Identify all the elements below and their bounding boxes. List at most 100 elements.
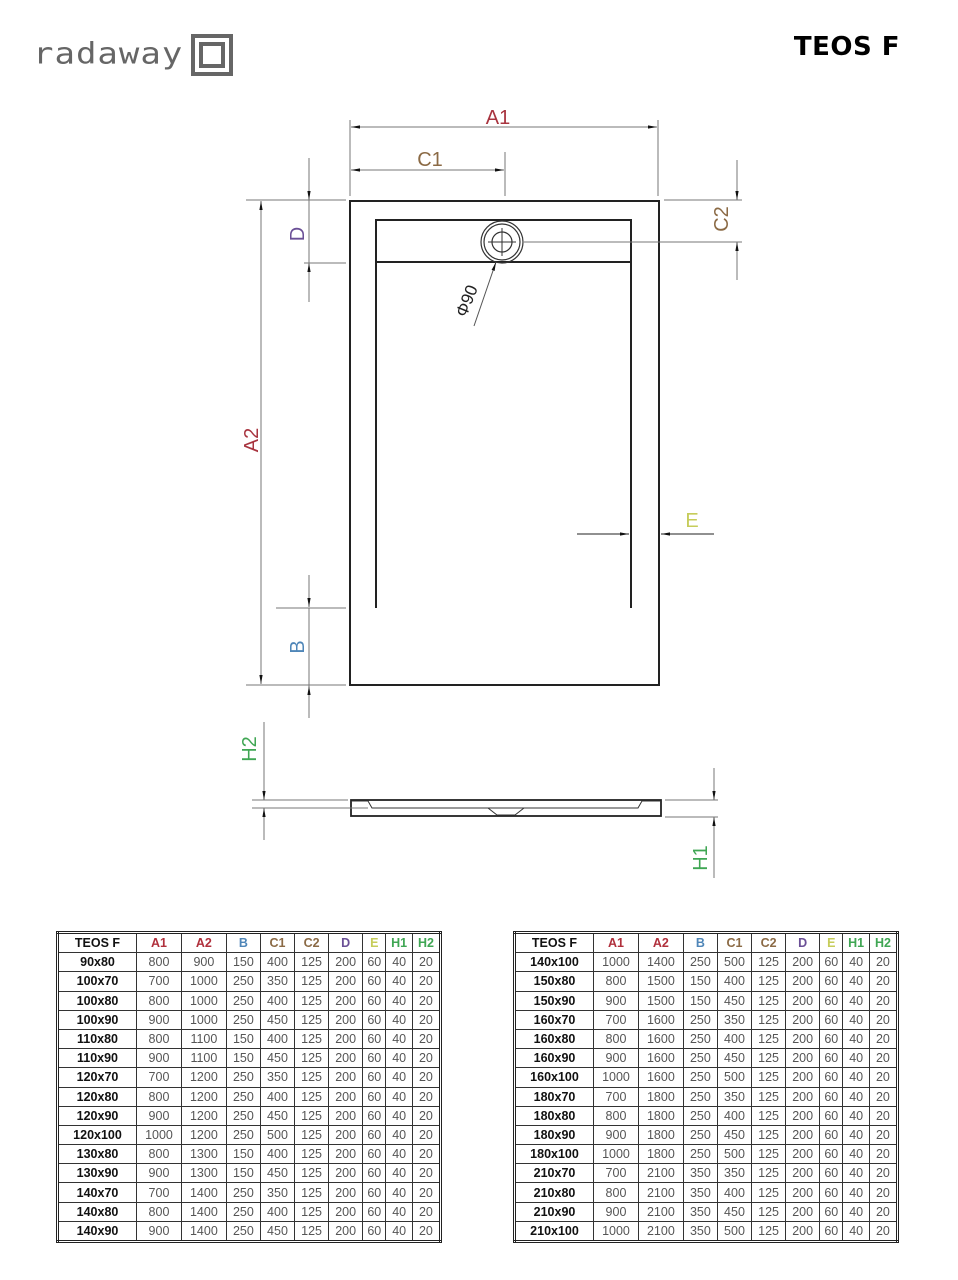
model-size-cell: 210x80 <box>513 1182 595 1203</box>
dimension-cell-h2: 20 <box>868 1124 899 1146</box>
svg-text:C2: C2 <box>711 206 733 232</box>
dimension-cell-c1: 500 <box>259 1124 296 1146</box>
drain-icon <box>480 220 524 264</box>
dimension-cell-h1: 40 <box>385 952 413 973</box>
dimension-cell-h1: 40 <box>385 1067 413 1088</box>
model-size-cell: 160x70 <box>513 1009 595 1030</box>
dimension-cell-h1: 40 <box>842 1182 870 1203</box>
dimension-cell-a2: 1400 <box>180 1182 227 1203</box>
dimension-cell-h1: 40 <box>385 1009 413 1030</box>
dimension-cell-e: 60 <box>819 1028 844 1050</box>
dimension-cell-d: 200 <box>785 1220 821 1243</box>
dimension-cell-b: 250 <box>225 990 261 1011</box>
dimension-cell-c1: 350 <box>716 1163 753 1184</box>
dimension-cell-a2: 1500 <box>637 971 684 992</box>
dimension-cell-h2: 20 <box>868 1201 899 1222</box>
dimension-cell-a2: 1100 <box>180 1028 227 1050</box>
dimension-cell-h2: 20 <box>868 1144 899 1165</box>
dimension-c2: C2 <box>524 160 742 280</box>
dimension-cell-e: 60 <box>819 1067 844 1088</box>
col-header-h1: H1 <box>842 931 870 954</box>
dimension-cell-c2: 125 <box>751 1144 787 1165</box>
dimension-cell-c1: 400 <box>259 1086 296 1107</box>
dimension-cell-d: 200 <box>328 971 364 992</box>
dimension-cell-b: 250 <box>225 1124 261 1146</box>
dimension-cell-e: 60 <box>819 1201 844 1222</box>
dimension-cell-b: 150 <box>682 971 718 992</box>
dimension-cell-e: 60 <box>819 1086 844 1107</box>
dimension-cell-c1: 400 <box>259 1201 296 1222</box>
dimension-cell-h2: 20 <box>411 1220 442 1243</box>
dimension-cell-c1: 350 <box>259 1182 296 1203</box>
dimension-cell-c1: 400 <box>716 1182 753 1203</box>
dimension-cell-c2: 125 <box>294 990 330 1011</box>
dimension-cell-c2: 125 <box>751 1028 787 1050</box>
model-size-cell: 150x90 <box>513 990 595 1011</box>
dimension-cell-d: 200 <box>328 1163 364 1184</box>
dimension-cell-a1: 900 <box>593 990 639 1011</box>
col-header-model: TEOS F <box>513 931 595 954</box>
model-size-cell: 140x90 <box>56 1220 138 1243</box>
dimension-cell-c2: 125 <box>294 971 330 992</box>
dimension-cell-d: 200 <box>328 952 364 973</box>
dimension-cell-c1: 450 <box>716 990 753 1011</box>
dimension-cell-h2: 20 <box>868 1048 899 1069</box>
dimension-cell-a2: 2100 <box>637 1220 684 1243</box>
dimension-cell-c2: 125 <box>751 1048 787 1069</box>
model-size-cell: 160x80 <box>513 1028 595 1050</box>
dimension-cell-h2: 20 <box>411 1086 442 1107</box>
dimension-cell-h1: 40 <box>842 1028 870 1050</box>
dimension-cell-b: 150 <box>225 952 261 973</box>
dimension-cell-b: 150 <box>225 1144 261 1165</box>
dimension-cell-a2: 1800 <box>637 1105 684 1126</box>
dimension-cell-b: 250 <box>682 1124 718 1146</box>
dimension-cell-a2: 1100 <box>180 1048 227 1069</box>
model-size-cell: 110x90 <box>56 1048 138 1069</box>
table-header-row: TEOS F A1 A2 B C1 C2 D E H1 H2 <box>513 931 899 954</box>
dimension-cell-c1: 400 <box>259 1144 296 1165</box>
dimension-cell-b: 150 <box>225 1048 261 1069</box>
dimension-cell-c1: 350 <box>259 971 296 992</box>
dimension-cell-d: 200 <box>785 1124 821 1146</box>
model-size-cell: 140x100 <box>513 952 595 973</box>
dimension-cell-a2: 1600 <box>637 1009 684 1030</box>
dimension-cell-c2: 125 <box>751 1086 787 1107</box>
dimension-cell-h1: 40 <box>842 1124 870 1146</box>
model-size-cell: 100x90 <box>56 1009 138 1030</box>
tray-side-view <box>350 799 662 817</box>
technical-drawing: A1 C1 A2 D C2 Φ90 E <box>239 107 742 878</box>
model-size-cell: 130x80 <box>56 1144 138 1165</box>
dimension-cell-c2: 125 <box>751 1009 787 1030</box>
dimension-cell-d: 200 <box>785 1028 821 1050</box>
dimension-cell-c1: 400 <box>716 1105 753 1126</box>
model-size-cell: 140x70 <box>56 1182 138 1203</box>
dimension-cell-a1: 900 <box>593 1201 639 1222</box>
model-size-cell: 210x90 <box>513 1201 595 1222</box>
svg-text:D: D <box>287 227 309 241</box>
dimension-cell-b: 150 <box>682 990 718 1011</box>
dimension-h1: H1 <box>665 768 718 878</box>
model-size-cell: 130x90 <box>56 1163 138 1184</box>
dimension-cell-c1: 400 <box>716 971 753 992</box>
dimension-cell-b: 250 <box>682 1009 718 1030</box>
table-header-row: TEOS F A1 A2 B C1 C2 D E H1 H2 <box>56 931 442 954</box>
dimension-cell-c1: 500 <box>716 1067 753 1088</box>
brand-logo: radaway <box>33 30 234 80</box>
dimension-cell-c1: 450 <box>716 1048 753 1069</box>
dimension-cell-c1: 500 <box>716 1144 753 1165</box>
model-size-cell: 160x90 <box>513 1048 595 1069</box>
svg-text:Φ90: Φ90 <box>452 282 482 319</box>
model-size-cell: 110x80 <box>56 1028 138 1050</box>
dimension-cell-a2: 1800 <box>637 1144 684 1165</box>
dimension-cell-d: 200 <box>328 1124 364 1146</box>
dimension-cell-e: 60 <box>819 1048 844 1069</box>
dimension-cell-d: 200 <box>785 1009 821 1030</box>
dimension-cell-c1: 500 <box>716 952 753 973</box>
dimension-cell-a2: 1400 <box>637 952 684 973</box>
